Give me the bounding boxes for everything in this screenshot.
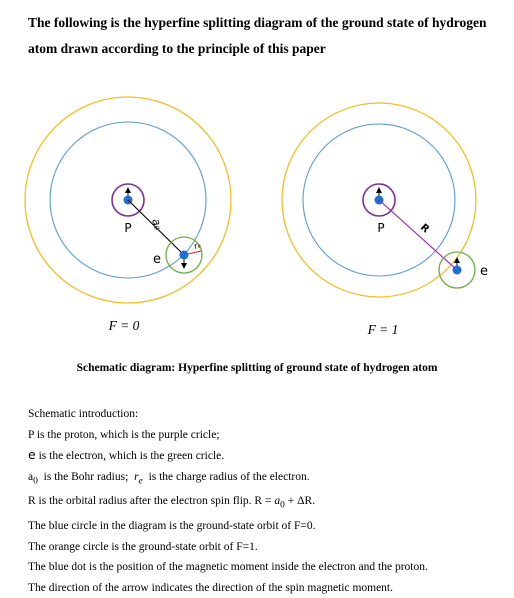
bohr-sub: 0 — [33, 474, 38, 486]
left-proton-circle — [111, 183, 145, 217]
schematic-introduction: Schematic introduction: P is the proton,… — [28, 404, 508, 598]
diagram-caption: Schematic diagram: Hyperfine splitting o… — [76, 362, 438, 374]
radius-start: R is the orbital radius after the electr… — [28, 495, 275, 508]
left-blue-orbit — [49, 121, 207, 279]
intro-heading: Schematic introduction: — [28, 408, 139, 420]
left-electron-label: e — [153, 252, 161, 267]
right-electron-circle — [438, 251, 476, 289]
left-atom-diagram: P a₀ rₑ e F = 0 — [24, 96, 232, 333]
right-electron-label: e — [480, 264, 488, 279]
left-electron-moment-dot — [179, 250, 189, 260]
right-blue-orbit — [302, 123, 456, 277]
right-state-label: F = 1 — [367, 322, 399, 337]
intro-line-arrow: The direction of the arrow indicates the… — [28, 581, 394, 594]
intro-line-radius: R is the orbital radius after the electr… — [28, 491, 508, 516]
left-orange-orbit — [24, 96, 232, 304]
intro-line-bohr: a0 is the Bohr radius; re is the charge … — [28, 467, 508, 492]
title-line-1: The following is the hyperfine splitting… — [28, 15, 487, 30]
right-proton-label: P — [377, 221, 384, 235]
right-atom-diagram: P R e F = 1 — [281, 102, 488, 337]
left-state-label: F = 0 — [108, 318, 140, 333]
right-electron-moment-dot — [452, 265, 462, 275]
intro-line-electron: e is the electron, which is the green cr… — [28, 445, 508, 467]
bohr-end: is the charge radius of the electron. — [142, 470, 310, 483]
right-radius-label: R — [418, 222, 431, 236]
bohr-mid: is the Bohr radius; — [37, 470, 135, 483]
left-electron-circle — [165, 236, 203, 274]
electron-symbol: e — [28, 447, 36, 462]
intro-line-proton: P is the proton, which is the purple cri… — [28, 428, 220, 441]
left-radius-label: a₀ — [149, 217, 165, 232]
right-orange-orbit — [281, 102, 477, 298]
intro-line-dot: The blue dot is the position of the magn… — [28, 561, 428, 574]
bohr-rsub: e — [138, 474, 143, 486]
radius-a: a — [274, 495, 281, 508]
left-charge-radius-label: rₑ — [193, 240, 202, 251]
page-title: The following is the hyperfine splitting… — [28, 10, 508, 62]
right-proton-circle — [362, 183, 396, 217]
radius-end: + ΔR. — [284, 495, 316, 508]
hyperfine-diagram: P a₀ rₑ e F = 0 P R e F = 1 — [24, 96, 488, 337]
title-line-2: atom drawn according to the principle of… — [28, 41, 326, 56]
radius-sub: 0 — [280, 499, 285, 511]
intro-line-orange: The orange circle is the ground-state or… — [28, 540, 258, 553]
electron-text: is the electron, which is the green cric… — [35, 450, 225, 462]
left-proton-label: P — [124, 221, 131, 235]
right-radius-line — [378, 199, 458, 271]
bohr-a: a — [28, 470, 34, 483]
bohr-r: r — [134, 470, 139, 483]
intro-line-blue: The blue circle in the diagram is the gr… — [28, 520, 316, 533]
left-radius-line — [127, 199, 185, 256]
